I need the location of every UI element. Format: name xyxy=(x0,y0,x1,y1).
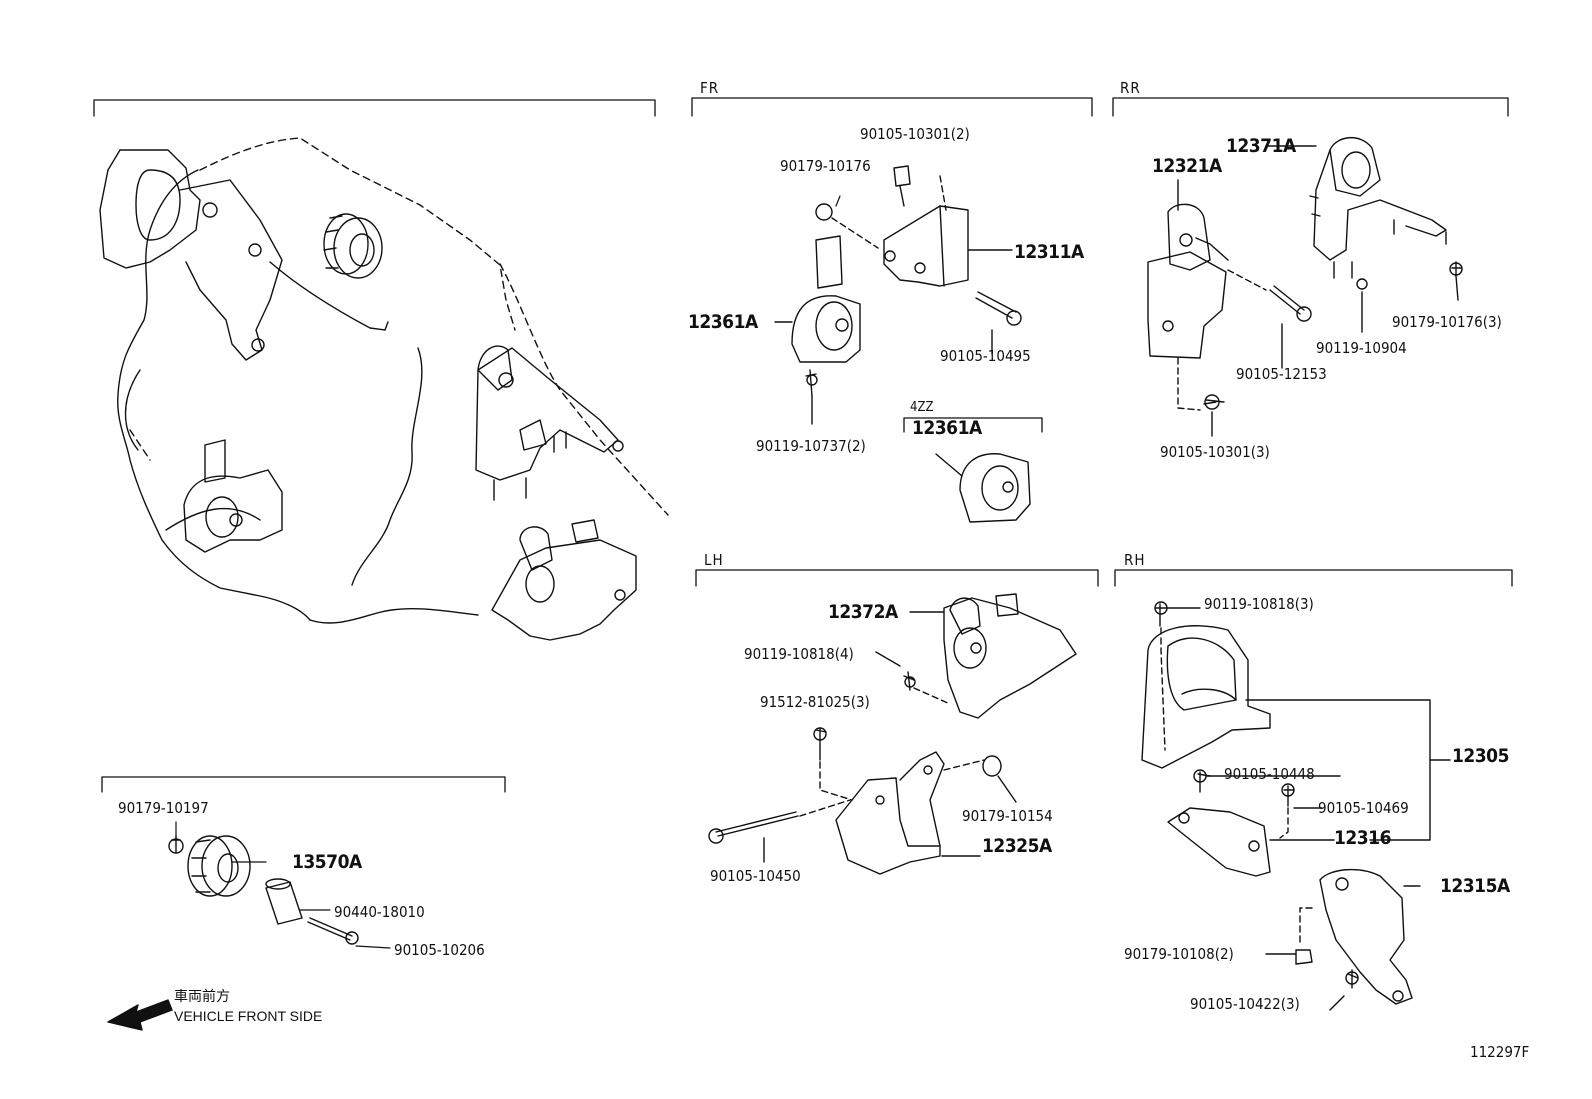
section-label-rh: RH xyxy=(1124,551,1146,569)
part-12315A[interactable]: 12315A xyxy=(1440,875,1510,897)
part-90119-10737-2[interactable]: 90119-10737(2) xyxy=(756,437,866,455)
part-12321A[interactable]: 12321A xyxy=(1152,155,1222,177)
part-13570A[interactable]: 13570A xyxy=(292,851,362,873)
part-90105-10469[interactable]: 90105-10469 xyxy=(1318,799,1409,817)
front-arrow xyxy=(107,999,173,1031)
part-12325A[interactable]: 12325A xyxy=(982,835,1052,857)
part-90105-10422-3[interactable]: 90105-10422(3) xyxy=(1190,995,1300,1013)
section-label-rr: RR xyxy=(1120,79,1141,97)
part-12316[interactable]: 12316 xyxy=(1334,827,1391,849)
part-90179-10176[interactable]: 90179-10176 xyxy=(780,157,871,175)
part-12372A[interactable]: 12372A xyxy=(828,601,898,623)
part-90105-10301-3[interactable]: 90105-10301(3) xyxy=(1160,443,1270,461)
vehicle-front-label-en: VEHICLE FRONT SIDE xyxy=(174,1008,323,1024)
part-12311A[interactable]: 12311A xyxy=(1014,241,1084,263)
leader-lines xyxy=(175,195,841,949)
part-90119-10818-4[interactable]: 90119-10818(4) xyxy=(744,645,854,663)
figure-id: 112297F xyxy=(1470,1043,1530,1061)
part-90105-10448[interactable]: 90105-10448 xyxy=(1224,765,1315,783)
rh-mount-illustration xyxy=(1141,601,1451,1011)
section-label-lh: LH xyxy=(704,551,724,569)
part-90105-10495[interactable]: 90105-10495 xyxy=(940,347,1031,365)
part-90440-18010[interactable]: 90440-18010 xyxy=(334,903,425,921)
variant-label-4zz: 4ZZ xyxy=(910,400,934,415)
part-12361A[interactable]: 12361A xyxy=(688,311,758,333)
part-91512-81025-3[interactable]: 91512-81025(3) xyxy=(760,693,870,711)
rr-mount-illustration xyxy=(1147,137,1463,437)
part-90105-10206[interactable]: 90105-10206 xyxy=(394,941,485,959)
part-90179-10154[interactable]: 90179-10154 xyxy=(962,807,1053,825)
lh-mount-illustration xyxy=(708,593,1077,875)
part-12305[interactable]: 12305 xyxy=(1452,745,1509,767)
part-90179-10197[interactable]: 90179-10197 xyxy=(118,799,209,817)
section-brackets xyxy=(93,97,1513,793)
part-12361A-4zz[interactable]: 12361A xyxy=(912,417,982,439)
idler-pulley-illustration xyxy=(168,835,359,945)
part-90105-12153[interactable]: 90105-12153 xyxy=(1236,365,1327,383)
part-90179-10108-2[interactable]: 90179-10108(2) xyxy=(1124,945,1234,963)
part-90179-10176-3[interactable]: 90179-10176(3) xyxy=(1392,313,1502,331)
fr-mount-illustration xyxy=(774,165,1031,523)
part-12371A[interactable]: 12371A xyxy=(1226,135,1296,157)
part-90105-10450[interactable]: 90105-10450 xyxy=(710,867,801,885)
vehicle-front-label-jp: 車両前方 xyxy=(174,988,230,1004)
part-90119-10904[interactable]: 90119-10904 xyxy=(1316,339,1407,357)
section-label-fr: FR xyxy=(700,79,720,97)
part-90105-10301-2[interactable]: 90105-10301(2) xyxy=(860,125,970,143)
part-90119-10818-3[interactable]: 90119-10818(3) xyxy=(1204,595,1314,613)
engine-assembly-illustration xyxy=(99,137,669,641)
